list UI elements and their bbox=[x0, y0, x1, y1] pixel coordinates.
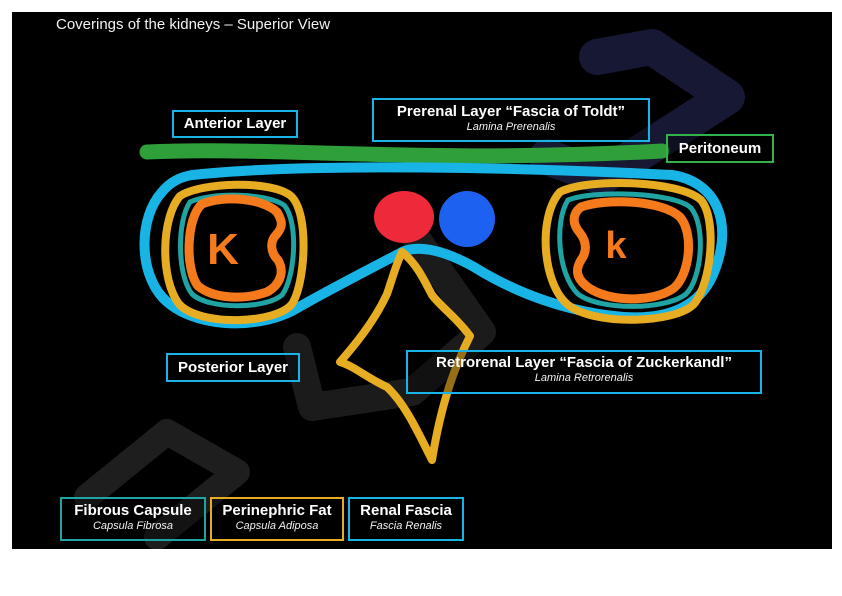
legend-renal-latin: Fascia Renalis bbox=[369, 520, 443, 532]
slide-canvas: K k Coverings of the kidneys – Superior … bbox=[12, 12, 832, 549]
right-kidney-letter: k bbox=[605, 225, 627, 267]
legend-fibrous-capsule: Fibrous Capsule Capsula Fibrosa bbox=[60, 497, 206, 541]
prerenal-layer-label: Prerenal Layer “Fascia of Toldt” Lamina … bbox=[372, 98, 650, 142]
right-perinephric-fat bbox=[541, 179, 715, 324]
renal-fascia-outline bbox=[139, 162, 728, 329]
watermark-stroke-bottom bbox=[74, 419, 250, 549]
left-kidney-outline bbox=[184, 194, 286, 302]
legend-perinephric-fat: Perinephric Fat Capsula Adiposa bbox=[210, 497, 344, 541]
legend-renal-fascia: Renal Fascia Fascia Renalis bbox=[348, 497, 464, 541]
prerenal-layer-latin: Lamina Prerenalis bbox=[466, 121, 556, 133]
right-fibrous-capsule bbox=[557, 191, 703, 309]
legend-perinephric-title: Perinephric Fat bbox=[222, 502, 332, 519]
retrorenal-layer-label: Retrorenal Layer “Fascia of Zuckerkandl”… bbox=[406, 350, 762, 394]
left-kidney-letter: K bbox=[207, 225, 239, 274]
peritoneum-label: Peritoneum bbox=[666, 134, 774, 163]
peritoneum-text: Peritoneum bbox=[678, 140, 762, 157]
aorta-vessel bbox=[374, 191, 434, 243]
legend-perinephric-latin: Capsula Adiposa bbox=[235, 520, 319, 532]
legend-fibrous-latin: Capsula Fibrosa bbox=[92, 520, 174, 532]
retrorenal-layer-text: Retrorenal Layer “Fascia of Zuckerkandl” bbox=[436, 354, 732, 371]
legend-fibrous-title: Fibrous Capsule bbox=[74, 502, 192, 519]
left-fibrous-capsule bbox=[178, 192, 297, 309]
peritoneum-line bbox=[139, 143, 670, 164]
kidney-coverings-diagram: K k bbox=[74, 29, 745, 549]
posterior-layer-text: Posterior Layer bbox=[177, 359, 289, 376]
right-kidney-outline bbox=[569, 197, 694, 304]
left-perinephric-fat bbox=[161, 180, 308, 325]
legend-renal-title: Renal Fascia bbox=[360, 502, 452, 519]
slide-title: Coverings of the kidneys – Superior View bbox=[56, 16, 331, 33]
anterior-layer-label: Anterior Layer bbox=[172, 110, 298, 138]
retrorenal-fascia-tail bbox=[336, 248, 474, 464]
posterior-layer-label: Posterior Layer bbox=[166, 353, 300, 382]
prerenal-layer-text: Prerenal Layer “Fascia of Toldt” bbox=[396, 103, 626, 120]
right-kidney: k bbox=[541, 179, 715, 324]
retrorenal-layer-latin: Lamina Retrorenalis bbox=[534, 372, 634, 384]
left-kidney: K bbox=[161, 180, 308, 325]
anterior-layer-text: Anterior Layer bbox=[183, 115, 287, 132]
ivc-vessel bbox=[439, 191, 495, 247]
